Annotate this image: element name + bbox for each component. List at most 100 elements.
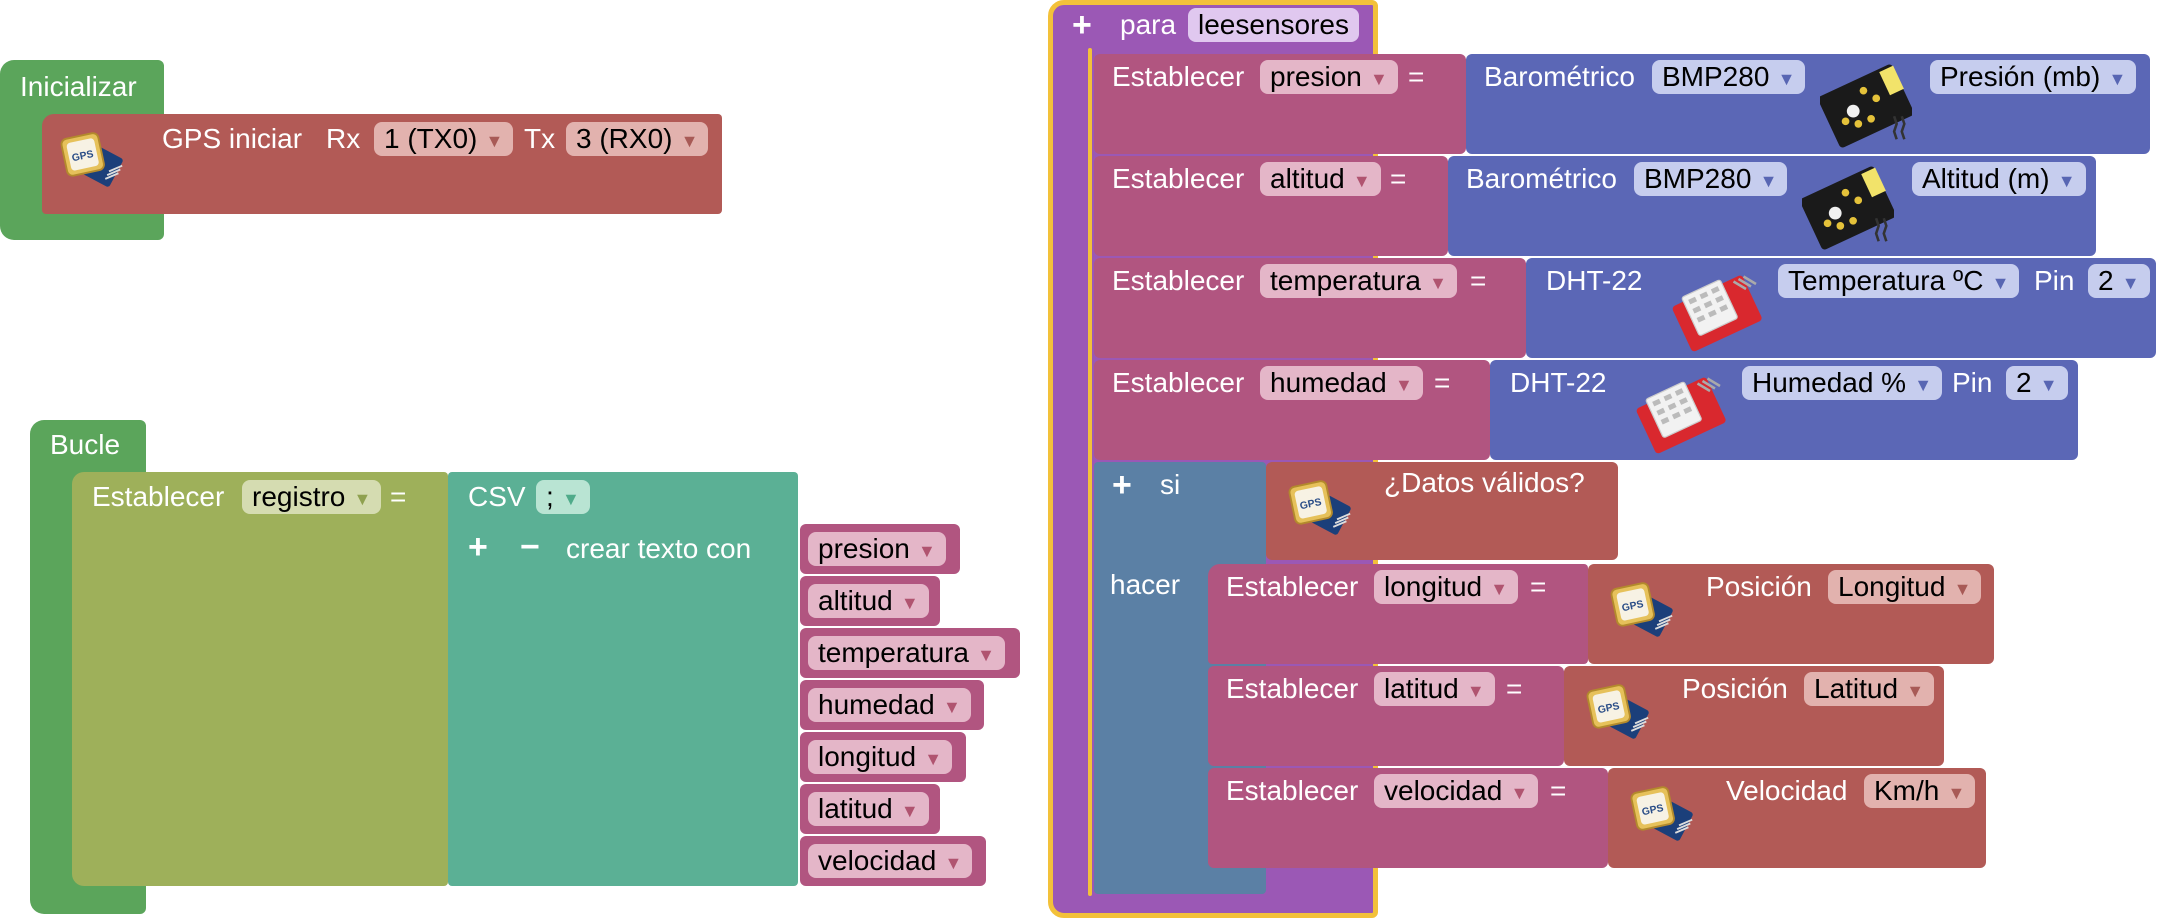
sensor-model-dropdown[interactable]: BMP280 bbox=[1634, 162, 1788, 198]
dht22-temperature-block[interactable]: DHT-22 Temperatura ºC Pin 2 bbox=[1526, 258, 2156, 358]
dht22-sensor-icon bbox=[1670, 273, 1764, 354]
init-hat-label: Inicializar bbox=[20, 71, 137, 102]
set-label: Establecer bbox=[1226, 775, 1359, 806]
sensor-label: Barométrico bbox=[1484, 61, 1635, 92]
procedure-body-outline bbox=[1088, 48, 1092, 896]
text-item-altitud[interactable]: altitud bbox=[800, 576, 940, 626]
procedure-plus-icon[interactable]: + bbox=[1072, 6, 1092, 44]
text-item-velocidad[interactable]: velocidad bbox=[800, 836, 986, 886]
gps-init-label: GPS iniciar bbox=[162, 123, 303, 154]
if-plus-icon[interactable]: + bbox=[1112, 466, 1132, 504]
gps-icon bbox=[1586, 683, 1651, 741]
equals-sign: = bbox=[1390, 163, 1407, 194]
set-velocidad-block[interactable]: Establecer velocidad = bbox=[1208, 768, 1608, 868]
equals-sign: = bbox=[1408, 61, 1425, 92]
set-label: Establecer bbox=[1112, 367, 1245, 398]
gps-longitude-block[interactable]: Posición Longitud bbox=[1588, 564, 1994, 664]
text-item-latitud[interactable]: latitud bbox=[800, 784, 940, 834]
item-var-dropdown[interactable]: latitud bbox=[808, 792, 929, 828]
text-item-presion[interactable]: presion bbox=[800, 524, 960, 574]
set-temperatura-block[interactable]: Establecer temperatura = bbox=[1094, 258, 1526, 358]
altitud-var-dropdown[interactable]: altitud bbox=[1260, 162, 1381, 198]
item-var-dropdown[interactable]: velocidad bbox=[808, 844, 973, 880]
barometric-altitude-block[interactable]: Barométrico BMP280 Altitud (m) bbox=[1448, 156, 2096, 256]
gps-speed-block[interactable]: Velocidad Km/h bbox=[1608, 768, 1986, 868]
if-label: si bbox=[1160, 469, 1181, 500]
humedad-var-dropdown[interactable]: humedad bbox=[1260, 366, 1423, 402]
gps-icon bbox=[1288, 479, 1353, 537]
sensor-label: DHT-22 bbox=[1510, 367, 1607, 398]
gps-rx-dropdown[interactable]: 1 (TX0) bbox=[374, 122, 514, 158]
sensor-model-dropdown[interactable]: BMP280 bbox=[1652, 60, 1806, 96]
pin-label: Pin bbox=[1952, 367, 1993, 398]
procedure-name-field[interactable]: leesensores bbox=[1188, 8, 1359, 42]
item-var-dropdown[interactable]: altitud bbox=[808, 584, 929, 620]
pin-dropdown[interactable]: 2 bbox=[2006, 366, 2068, 402]
text-item-longitud[interactable]: longitud bbox=[800, 732, 966, 782]
gps-icon bbox=[60, 131, 125, 189]
equals-sign: = bbox=[1506, 673, 1523, 704]
set-label: Establecer bbox=[1112, 265, 1245, 296]
gps-valid-data-block[interactable]: ¿Datos válidos? bbox=[1266, 462, 1618, 560]
text-item-temperatura[interactable]: temperatura bbox=[800, 628, 1020, 678]
barometric-pressure-block[interactable]: Barométrico BMP280 Presión (mb) bbox=[1466, 54, 2150, 154]
gps-tx-label: Tx bbox=[524, 123, 556, 154]
gps-init-block[interactable]: GPS iniciar Rx 1 (TX0) Tx 3 (RX0) bbox=[42, 114, 722, 214]
procedure-keyword: para bbox=[1120, 9, 1177, 40]
gps-tx-dropdown[interactable]: 3 (RX0) bbox=[566, 122, 709, 158]
dht22-sensor-icon bbox=[1634, 375, 1728, 456]
item-var-dropdown[interactable]: presion bbox=[808, 532, 946, 568]
set-presion-block[interactable]: Establecer presion = bbox=[1094, 54, 1466, 154]
set-altitud-block[interactable]: Establecer altitud = bbox=[1094, 156, 1448, 256]
do-label: hacer bbox=[1110, 569, 1181, 600]
item-var-dropdown[interactable]: humedad bbox=[808, 688, 971, 724]
item-var-dropdown[interactable]: longitud bbox=[808, 740, 953, 776]
measure-dropdown[interactable]: Presión (mb) bbox=[1930, 60, 2137, 96]
plus-icon[interactable]: + bbox=[468, 528, 488, 566]
set-registro-block[interactable]: Establecer registro = bbox=[72, 472, 448, 886]
csv-separator-dropdown[interactable]: ; bbox=[536, 480, 590, 516]
bmp280-sensor-icon bbox=[1802, 163, 1894, 253]
registro-var-dropdown[interactable]: registro bbox=[242, 480, 382, 516]
gps-rx-label: Rx bbox=[326, 123, 361, 154]
equals-sign: = bbox=[1434, 367, 1451, 398]
loop-hat-label: Bucle bbox=[50, 429, 121, 460]
velocidad-var-dropdown[interactable]: velocidad bbox=[1374, 774, 1539, 810]
item-var-dropdown[interactable]: temperatura bbox=[808, 636, 1005, 672]
set-humedad-block[interactable]: Establecer humedad = bbox=[1094, 360, 1490, 460]
longitud-var-dropdown[interactable]: longitud bbox=[1374, 570, 1519, 606]
text-item-humedad[interactable]: humedad bbox=[800, 680, 984, 730]
set-latitud-block[interactable]: Establecer latitud = bbox=[1208, 666, 1564, 766]
gps-icon bbox=[1610, 581, 1675, 639]
latitud-var-dropdown[interactable]: latitud bbox=[1374, 672, 1495, 708]
set-label: Establecer bbox=[92, 481, 225, 512]
speed-unit-dropdown[interactable]: Km/h bbox=[1864, 774, 1976, 810]
csv-block[interactable]: CSV ; + − crear texto con bbox=[448, 472, 798, 886]
set-label: Establecer bbox=[1112, 61, 1245, 92]
pin-label: Pin bbox=[2034, 265, 2075, 296]
presion-var-dropdown[interactable]: presion bbox=[1260, 60, 1398, 96]
set-label: Establecer bbox=[1112, 163, 1245, 194]
csv-label: CSV bbox=[468, 481, 526, 512]
position-label: Posición bbox=[1706, 571, 1812, 602]
coordinate-dropdown[interactable]: Latitud bbox=[1804, 672, 1935, 708]
equals-sign: = bbox=[1530, 571, 1547, 602]
position-label: Posición bbox=[1682, 673, 1788, 704]
minus-icon[interactable]: − bbox=[520, 528, 540, 566]
bmp280-sensor-icon bbox=[1820, 61, 1912, 151]
set-label: Establecer bbox=[1226, 673, 1359, 704]
pin-dropdown[interactable]: 2 bbox=[2088, 264, 2150, 300]
sensor-label: Barométrico bbox=[1466, 163, 1617, 194]
gps-icon bbox=[1630, 785, 1695, 843]
equals-sign: = bbox=[390, 481, 407, 512]
create-text-label: crear texto con bbox=[566, 533, 752, 564]
equals-sign: = bbox=[1550, 775, 1567, 806]
gps-latitude-block[interactable]: Posición Latitud bbox=[1564, 666, 1944, 766]
measure-dropdown[interactable]: Temperatura ºC bbox=[1778, 264, 2020, 300]
coordinate-dropdown[interactable]: Longitud bbox=[1828, 570, 1982, 606]
temperatura-var-dropdown[interactable]: temperatura bbox=[1260, 264, 1457, 300]
measure-dropdown[interactable]: Humedad % bbox=[1742, 366, 1943, 402]
dht22-humidity-block[interactable]: DHT-22 Humedad % Pin 2 bbox=[1490, 360, 2078, 460]
measure-dropdown[interactable]: Altitud (m) bbox=[1912, 162, 2086, 198]
set-longitud-block[interactable]: Establecer longitud = bbox=[1208, 564, 1588, 664]
